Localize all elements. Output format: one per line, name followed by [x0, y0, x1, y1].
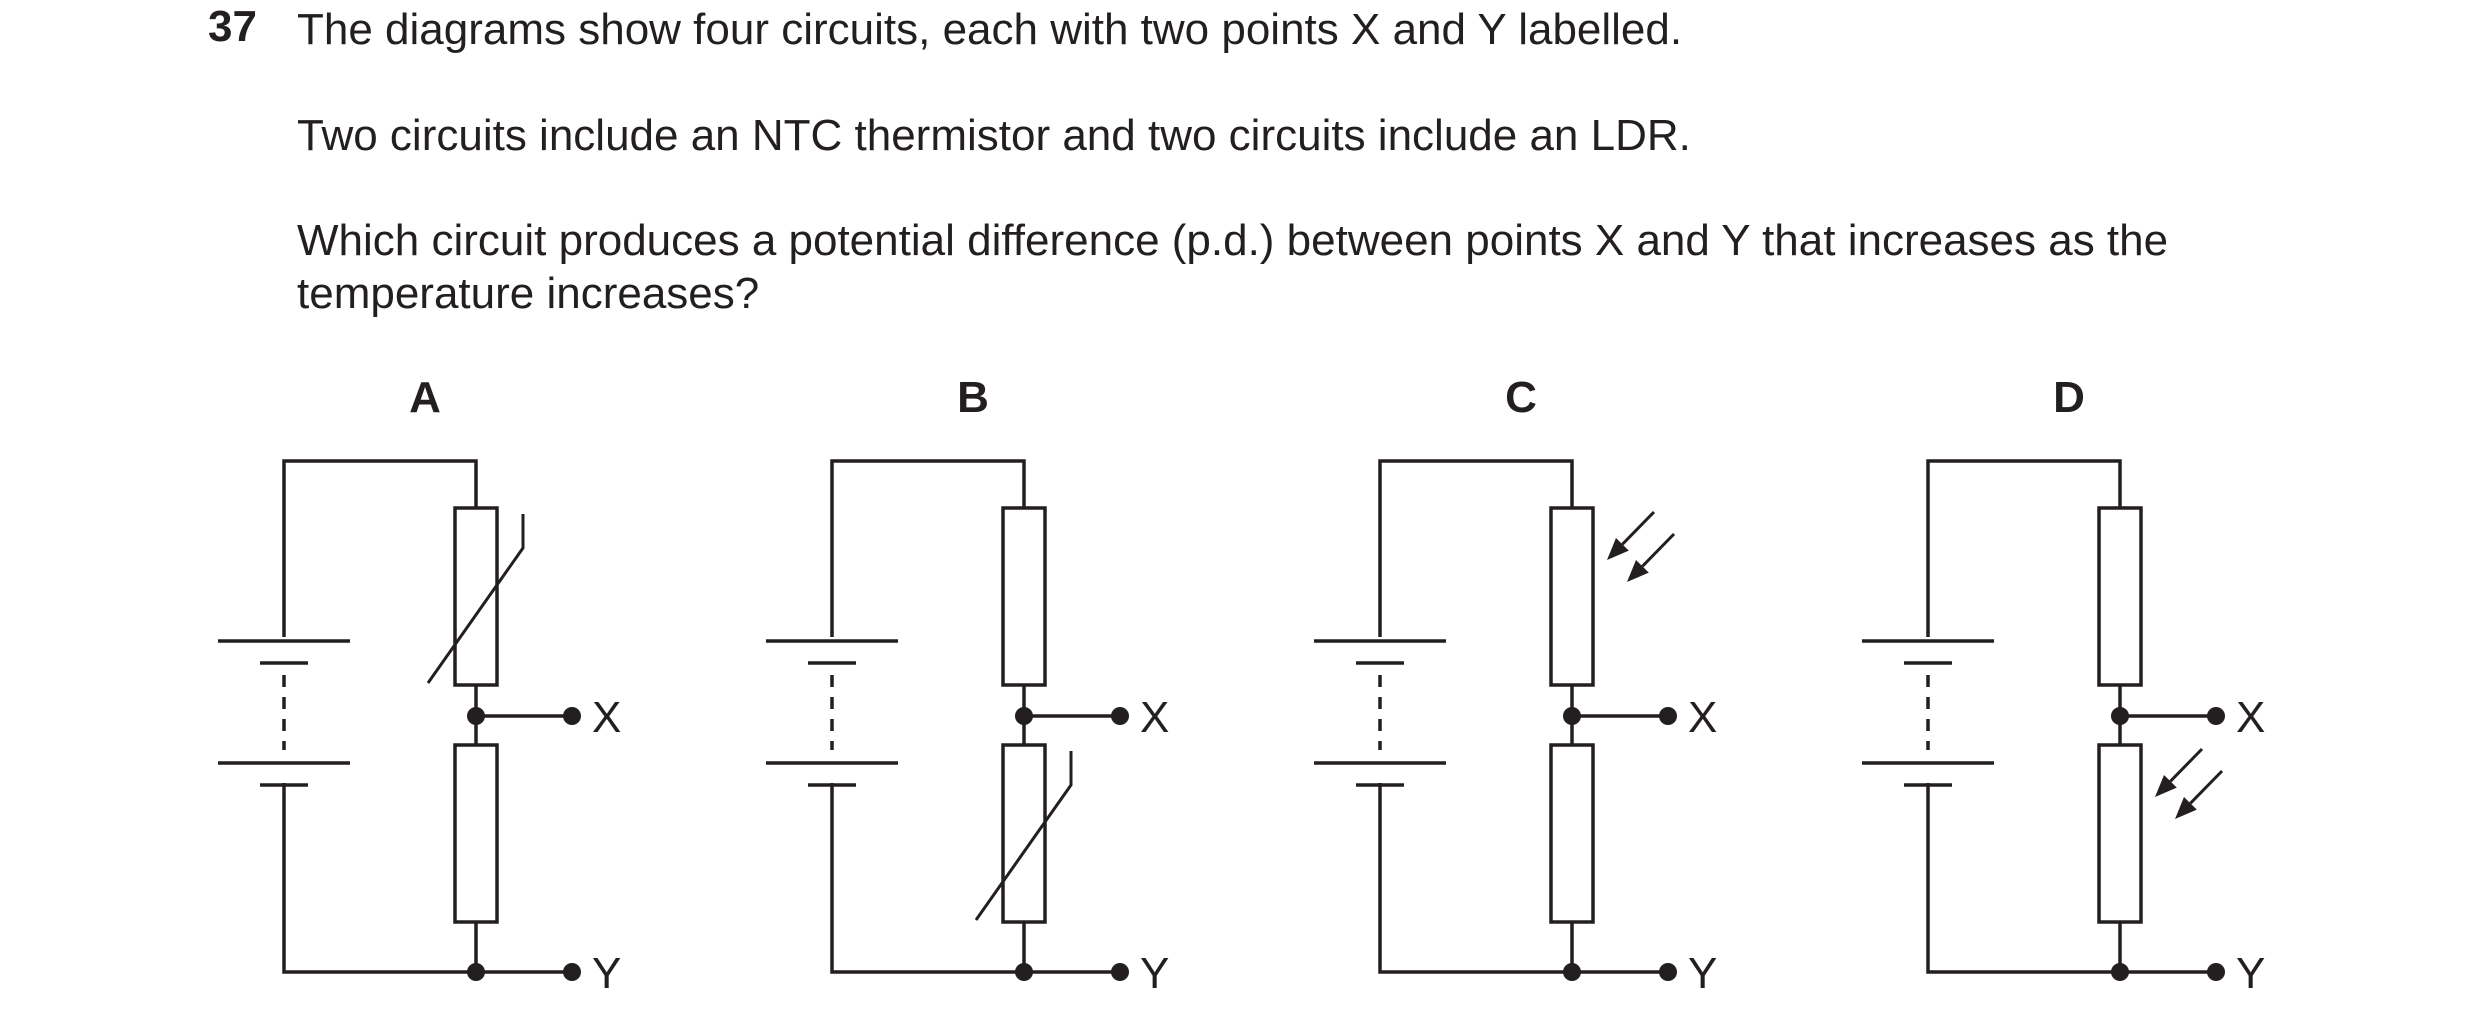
junction-dot-x	[467, 707, 485, 725]
terminal-dot-y	[1659, 963, 1677, 981]
junction-dot-y	[2111, 963, 2129, 981]
terminal-dot-y	[1111, 963, 1129, 981]
circuit-d: D X Y	[1862, 373, 2265, 998]
top-thermistor-body	[453, 506, 499, 687]
circuit-label: B	[957, 373, 989, 422]
light-arrow-shaft	[1641, 532, 1676, 568]
question-line-1: The diagrams show four circuits, each wi…	[297, 5, 1683, 54]
terminal-dot-x	[1111, 707, 1129, 725]
terminal-dot-x	[1659, 707, 1677, 725]
light-arrow-shaft	[2169, 747, 2204, 783]
light-arrow-head	[1607, 538, 1629, 560]
top-thermistor-line	[426, 514, 525, 684]
terminal-label-x: X	[2236, 693, 2265, 742]
circuit-a: A X Y	[218, 373, 621, 998]
terminal-dot-x	[563, 707, 581, 725]
terminal-label-x: X	[592, 693, 621, 742]
terminal-label-y: Y	[1688, 949, 1717, 998]
bottom-wire	[1926, 783, 2122, 974]
circuit-label: D	[2053, 373, 2085, 422]
terminal-dot-x	[2207, 707, 2225, 725]
circuit-label: C	[1505, 373, 1537, 422]
circuit-label: A	[409, 373, 441, 422]
top-resistor	[2097, 506, 2143, 687]
junction-dot-x	[1563, 707, 1581, 725]
terminal-label-y: Y	[2236, 949, 2265, 998]
terminal-dot-y	[563, 963, 581, 981]
light-arrow-head	[1627, 560, 1649, 582]
top-ldr-body	[1549, 506, 1595, 687]
bottom-resistor	[453, 743, 499, 924]
bottom-wire	[1378, 783, 1574, 974]
question-line-3: Which circuit produces a potential diffe…	[297, 216, 2169, 265]
circuit-b: B X Y	[766, 373, 1169, 998]
junction-dot-y	[1563, 963, 1581, 981]
bottom-wire	[830, 783, 1026, 974]
top-wire	[282, 459, 478, 637]
top-wire	[1378, 459, 1574, 637]
bottom-ldr-body	[2097, 743, 2143, 924]
question-line-4: temperature increases?	[297, 269, 760, 318]
junction-dot-x	[1015, 707, 1033, 725]
terminal-label-y: Y	[592, 949, 621, 998]
bottom-resistor	[1549, 743, 1595, 924]
circuit-c: C X Y	[1314, 373, 1717, 998]
terminal-dot-y	[2207, 963, 2225, 981]
junction-dot-y	[1015, 963, 1033, 981]
light-arrow-head	[2175, 797, 2197, 819]
junction-dot-y	[467, 963, 485, 981]
junction-dot-x	[2111, 707, 2129, 725]
question-number: 37	[208, 2, 257, 51]
top-wire	[1926, 459, 2122, 637]
terminal-label-x: X	[1140, 693, 1169, 742]
bottom-thermistor-line	[974, 751, 1073, 921]
bottom-wire	[282, 783, 478, 974]
top-resistor	[1001, 506, 1047, 687]
light-arrow-shaft	[2189, 769, 2224, 805]
light-arrow-shaft	[1621, 510, 1656, 546]
question-line-2: Two circuits include an NTC thermistor a…	[297, 111, 1691, 160]
top-wire	[830, 459, 1026, 637]
terminal-label-x: X	[1688, 693, 1717, 742]
light-arrow-head	[2155, 775, 2177, 797]
terminal-label-y: Y	[1140, 949, 1169, 998]
